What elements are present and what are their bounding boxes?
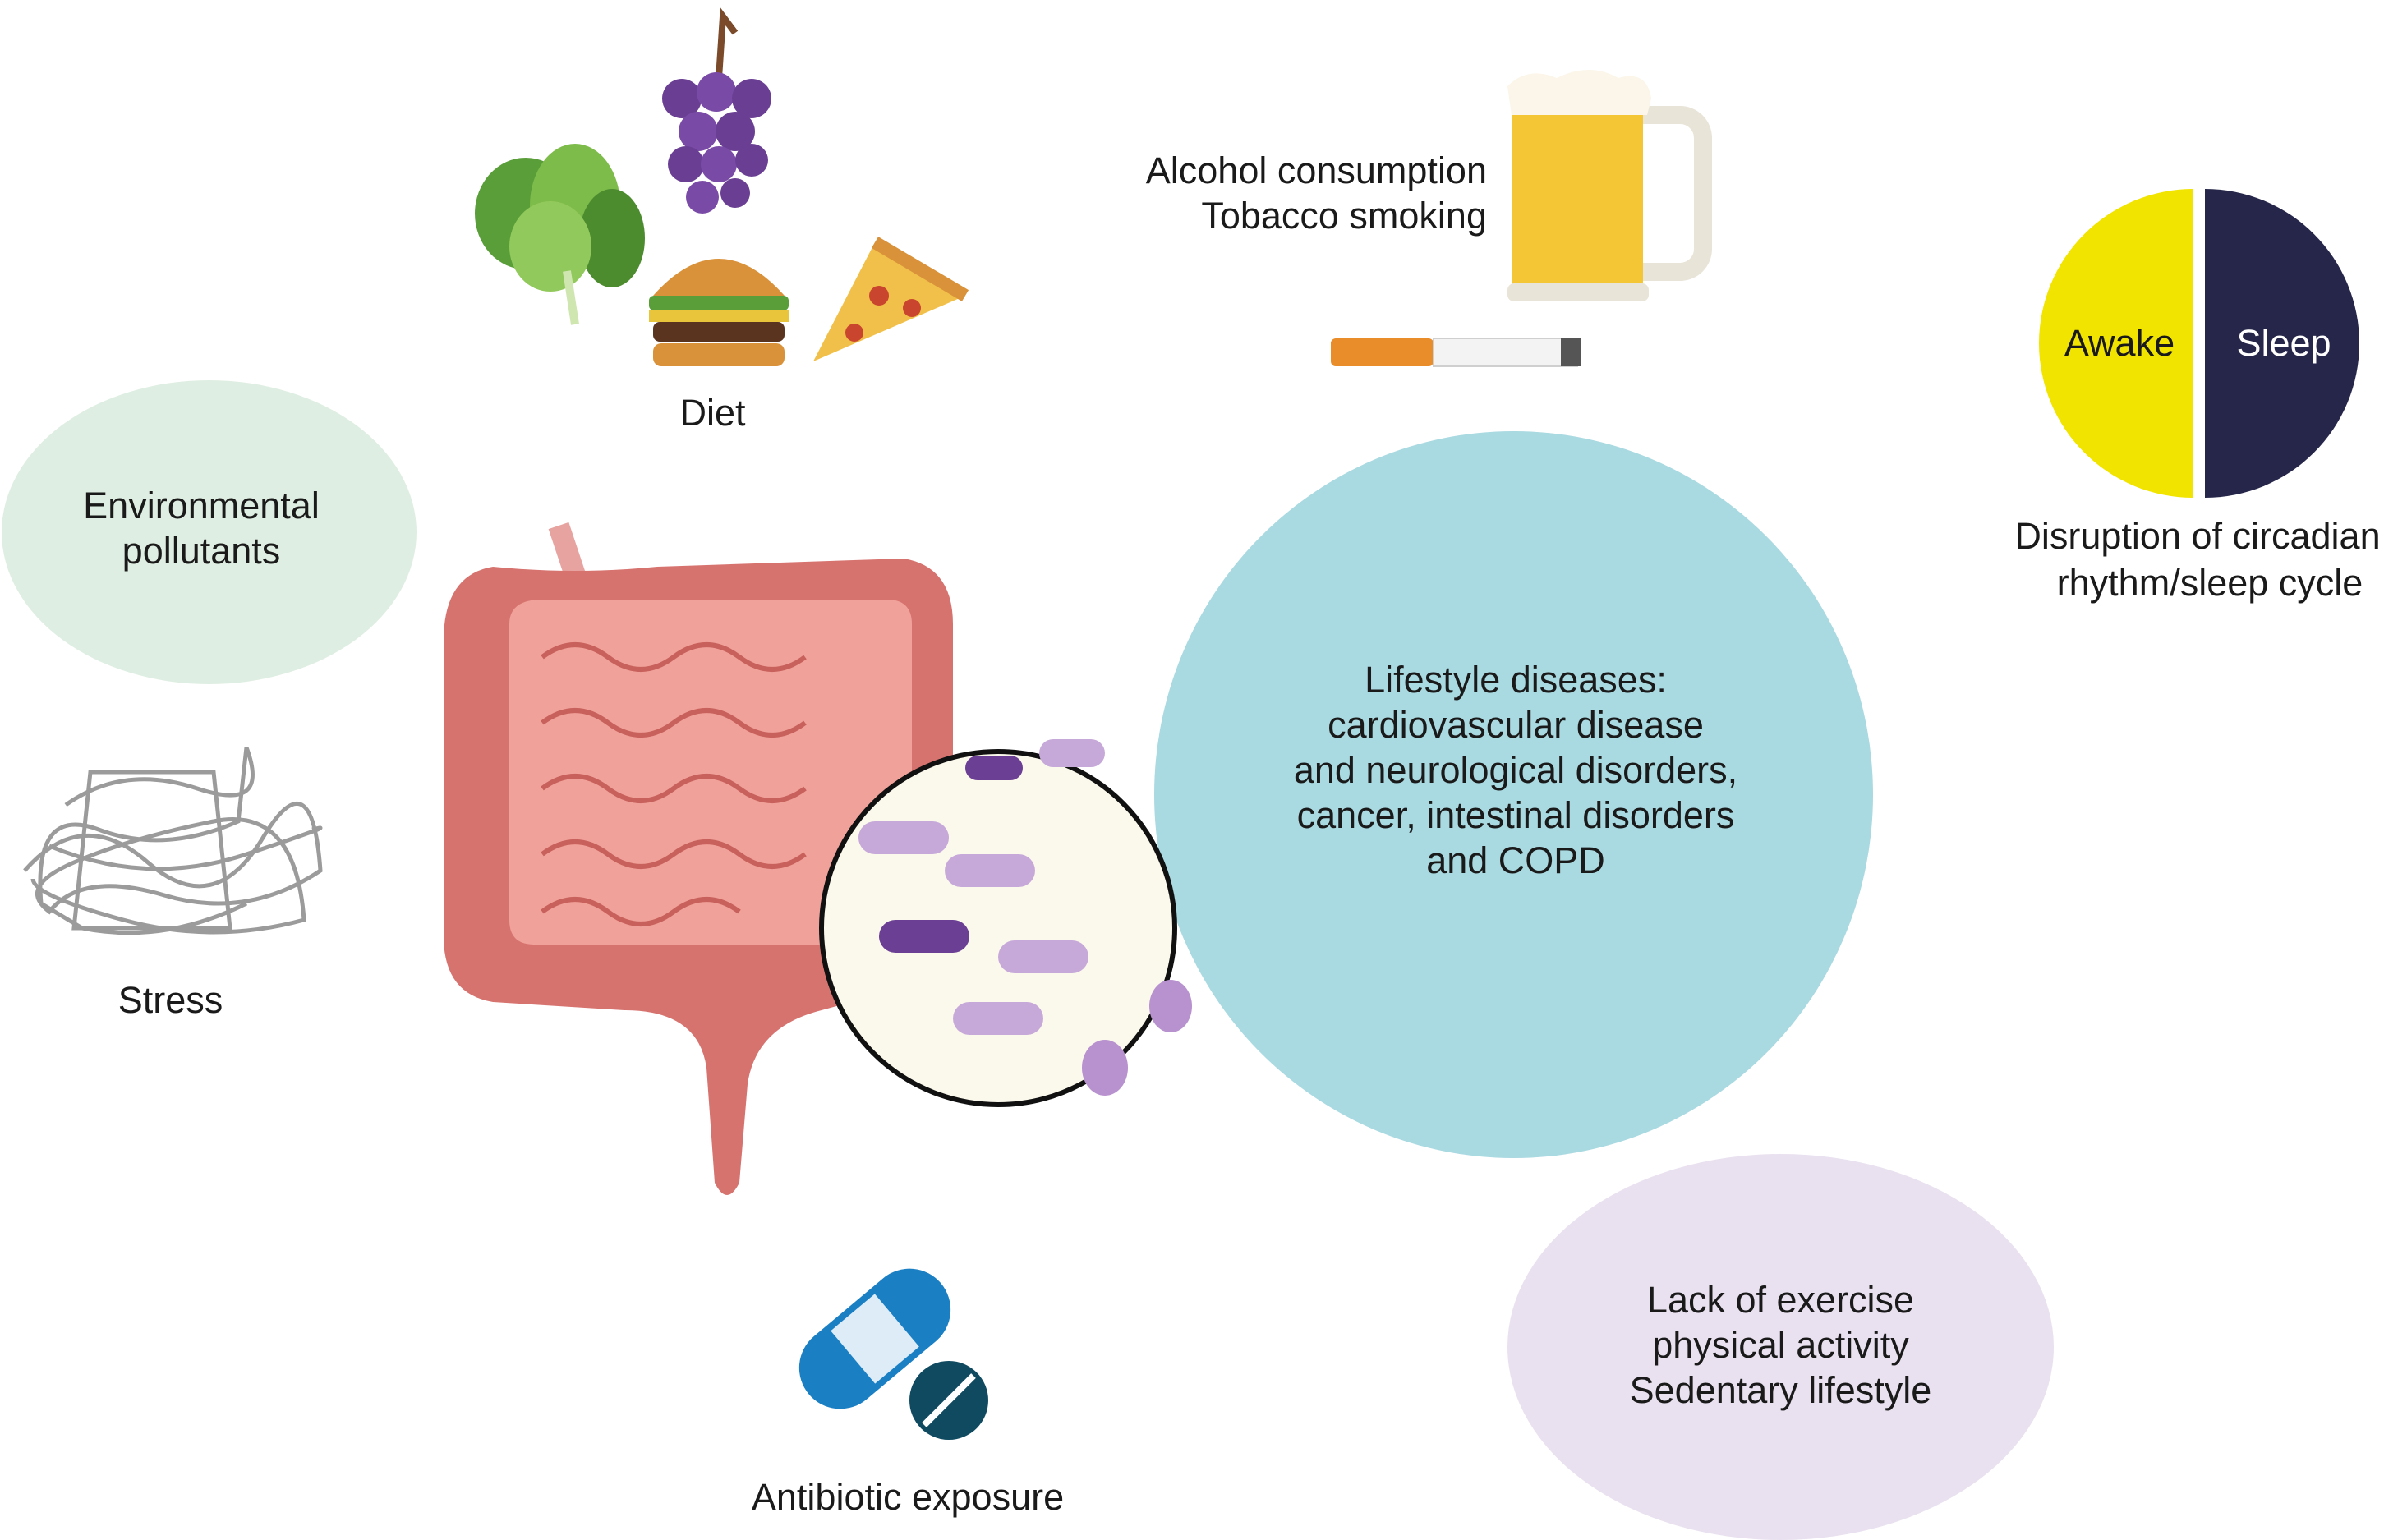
exercise-line-1: Lack of exercise [1646, 1279, 1915, 1321]
cigarette-icon [1331, 338, 1581, 367]
circadian-label-line2: rhythm/sleep cycle [2056, 562, 2363, 604]
diet-label: Diet [679, 392, 746, 434]
tobacco-label: Tobacco smoking [1201, 195, 1487, 237]
pill-icon [798, 1268, 988, 1440]
circadian-label-line1: Disruption of circadian [2014, 515, 2381, 557]
intestine-icon [444, 522, 953, 1195]
exercise-line-3: Sedentary lifestyle [1629, 1369, 1932, 1411]
antibiotic-label: Antibiotic exposure [751, 1476, 1065, 1518]
environmental-label-line2: pollutants [122, 530, 281, 572]
awake-sleep-clock [2039, 189, 2359, 498]
bacteria-magnifier-icon [819, 739, 1192, 1107]
pizza-icon [813, 237, 969, 361]
stress-label: Stress [117, 979, 223, 1021]
lettuce-icon [475, 144, 645, 325]
awake-label: Awake [2064, 322, 2175, 364]
sleep-label: Sleep [2236, 322, 2331, 364]
environmental-pollutants-bubble [2, 380, 417, 684]
beer-mug-icon [1507, 70, 1712, 301]
lifestyle-line-5: and COPD [1426, 839, 1605, 881]
burger-icon [649, 259, 789, 366]
exercise-bubble [1507, 1154, 2054, 1540]
lifestyle-line-1: Lifestyle diseases: [1365, 659, 1667, 701]
scribble-icon [23, 747, 323, 935]
lifestyle-diseases-circle [1154, 431, 1873, 1158]
exercise-line-2: physical activity [1652, 1324, 1909, 1366]
environmental-label-line1: Environmental [83, 485, 320, 526]
lifestyle-line-2: cardiovascular disease [1328, 704, 1704, 746]
lifestyle-line-3: and neurological disorders, [1293, 749, 1738, 791]
lifestyle-line-4: cancer, intestinal disorders [1296, 794, 1735, 836]
alcohol-label: Alcohol consumption [1145, 149, 1487, 191]
grapes-icon [662, 7, 771, 214]
